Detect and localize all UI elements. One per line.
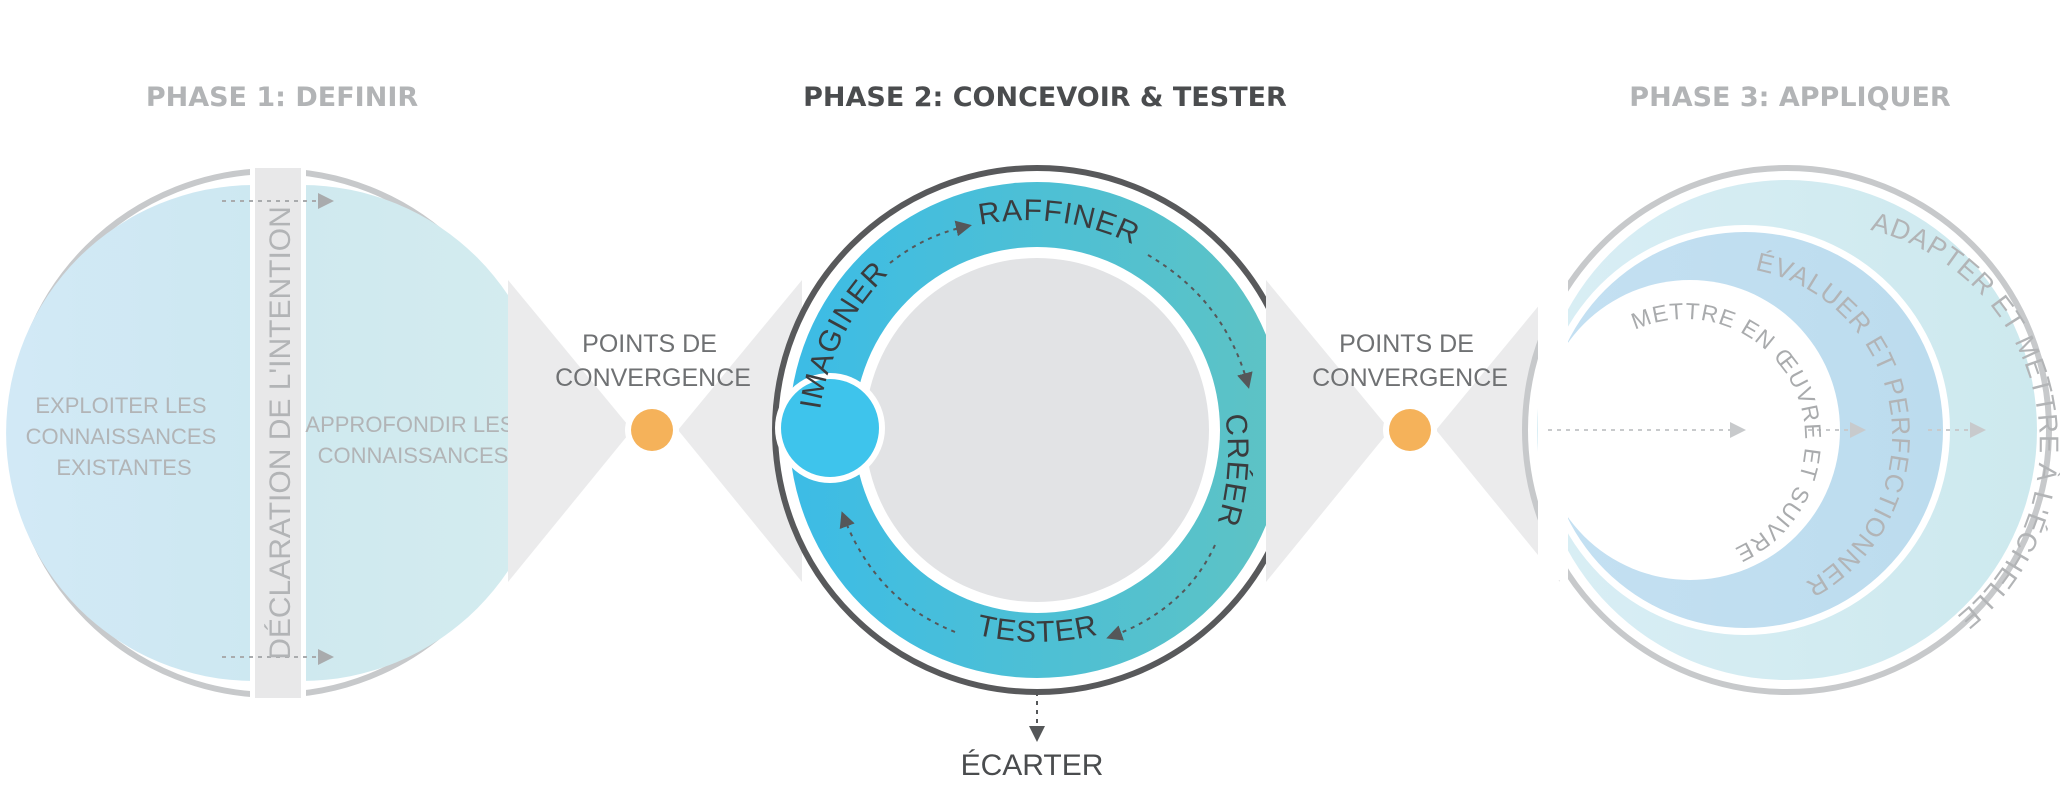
convergence-1-group: POINTS DE CONVERGENCE xyxy=(508,280,802,582)
phase-3-title: PHASE 3: APPLIQUER xyxy=(1629,82,1951,113)
discard-label: ÉCARTER xyxy=(961,749,1104,782)
convergence-1-dot xyxy=(631,409,673,451)
convergence-2-label: POINTS DE CONVERGENCE xyxy=(1312,330,1508,392)
convergence-2-dot xyxy=(1389,409,1431,451)
intention-bar xyxy=(254,168,302,698)
arrow-test-imagine xyxy=(839,511,956,633)
phase-3-group: ADAPTER ET METTRE À L'ÉCHELLE ÉVALUER ET… xyxy=(1522,165,2060,695)
phase-2-title: PHASE 2: CONCEVOIR & TESTER xyxy=(803,82,1287,113)
convergence-2-group: POINTS DE CONVERGENCE xyxy=(1266,280,1560,582)
phase-1-left-half xyxy=(6,185,254,681)
arrow-refine-create xyxy=(1147,254,1253,389)
phase-1-right-text: APPROFONDIR LES CONNAISSANCES xyxy=(305,412,520,468)
convergence-1-right-wedge xyxy=(678,280,802,582)
phase-3-inner-circle xyxy=(1540,280,1840,580)
cycle-start-node xyxy=(781,379,879,477)
phase-1-group: EXPLOITER LES CONNAISSANCES EXISTANTES A… xyxy=(6,168,550,698)
phase-1-left-text: EXPLOITER LES CONNAISSANCES EXISTANTES xyxy=(26,393,223,480)
intention-bar-label: DÉCLARATION DE L'INTENTION xyxy=(264,206,297,660)
convergence-1-label: POINTS DE CONVERGENCE xyxy=(555,330,751,392)
phase-1-right-half xyxy=(302,185,550,681)
convergence-2-left-wedge xyxy=(1266,280,1390,582)
convergence-1-left-wedge xyxy=(508,280,632,582)
phase-1-title: PHASE 1: DEFINIR xyxy=(145,82,419,113)
convergence-2-right-wedge xyxy=(1436,280,1560,582)
phase-2-inner-circle xyxy=(865,258,1209,602)
phase-2-group: IMAGINER RAFFINER TESTER CRÉER ÉCARTER xyxy=(772,165,1302,782)
